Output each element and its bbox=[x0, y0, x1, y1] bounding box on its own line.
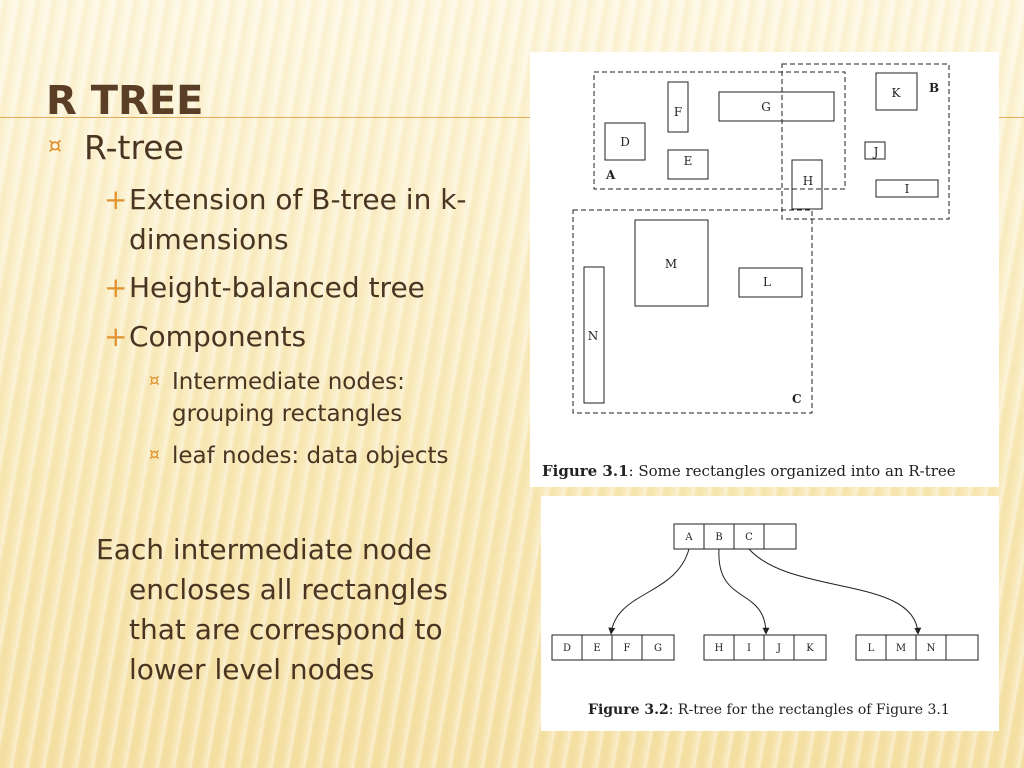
label-j: J bbox=[872, 145, 879, 159]
rect-k bbox=[875, 72, 918, 111]
leaf1-cell-f bbox=[611, 634, 643, 661]
label-e: E bbox=[684, 154, 693, 168]
leaf-label: J bbox=[776, 643, 781, 654]
rect-f bbox=[667, 81, 689, 133]
rect-j bbox=[864, 141, 886, 160]
root-cell-c bbox=[733, 523, 765, 550]
label-f: F bbox=[674, 105, 682, 119]
leaf2-cell-k bbox=[793, 634, 827, 661]
group-rect-b bbox=[781, 63, 950, 220]
bullet-text: Components bbox=[129, 320, 307, 353]
paragraph-line: Each intermediate node bbox=[96, 533, 432, 566]
plus-icon: + bbox=[104, 183, 128, 216]
leaf3-cell-l bbox=[855, 634, 887, 661]
label-i: I bbox=[905, 182, 910, 196]
group-rect-c bbox=[572, 209, 813, 414]
rect-e bbox=[667, 149, 709, 180]
leaf1-cell-d bbox=[551, 634, 583, 661]
bullet-text: dimensions bbox=[129, 223, 289, 256]
group-rect-a bbox=[593, 71, 846, 190]
caption-text: : R-tree for the rectangles of Figure 3.… bbox=[669, 702, 950, 718]
body-paragraph: Each intermediate node encloses all rect… bbox=[96, 530, 516, 690]
paragraph-line: encloses all rectangles bbox=[129, 573, 448, 606]
leaf1-cell-g bbox=[641, 634, 675, 661]
root-label: B bbox=[715, 532, 722, 543]
caption-bold: Figure 3.1 bbox=[542, 462, 629, 480]
label-n: N bbox=[588, 329, 599, 343]
group-label-a: A bbox=[605, 168, 616, 182]
group-label-b: B bbox=[929, 81, 939, 95]
label-m: M bbox=[665, 257, 677, 271]
root-label: A bbox=[684, 532, 693, 543]
leaf-label: I bbox=[747, 643, 751, 654]
bullet-text: Extension of B-tree in k- bbox=[129, 183, 467, 216]
rect-h bbox=[791, 159, 823, 210]
caption-bold: Figure 3.2 bbox=[588, 702, 669, 718]
leaf-label: H bbox=[715, 643, 724, 654]
rtree-diagram: A B C D E F G H I J K L M N Figure 3.2: … bbox=[551, 523, 979, 718]
bullet-marker-icon: ¤ bbox=[48, 134, 62, 159]
paragraph-line: that are correspond to bbox=[129, 613, 443, 646]
bullet-text: Height-balanced tree bbox=[129, 271, 425, 304]
leaf-label: N bbox=[927, 643, 936, 654]
leaf3-cell-empty bbox=[945, 634, 979, 661]
figure2-caption: Figure 3.2: R-tree for the rectangles of… bbox=[588, 702, 950, 718]
plus-icon: + bbox=[104, 271, 128, 304]
rect-l bbox=[738, 267, 803, 298]
leaf-label: D bbox=[563, 643, 571, 654]
root-cell-empty bbox=[763, 523, 797, 550]
pointer-b bbox=[718, 548, 770, 635]
rectangles-diagram: D F G E H K J I M L N A B C Figure 3.1: … bbox=[542, 63, 956, 480]
label-d: D bbox=[620, 135, 630, 149]
pointer-c bbox=[748, 548, 922, 635]
rect-n bbox=[583, 266, 605, 404]
plus-icon: + bbox=[104, 320, 128, 353]
leaf-label: E bbox=[593, 643, 600, 654]
leaf-label: F bbox=[624, 643, 631, 654]
rect-d bbox=[604, 122, 646, 161]
leaf3-cell-m bbox=[885, 634, 917, 661]
bullet-text: leaf nodes: data objects bbox=[172, 443, 449, 469]
root-cell-b bbox=[703, 523, 735, 550]
rect-g bbox=[718, 91, 835, 122]
slide-title: R TREE bbox=[46, 78, 204, 124]
label-k: K bbox=[892, 86, 902, 100]
title-divider bbox=[0, 117, 1024, 118]
bullet-marker-icon: ¤ bbox=[149, 371, 160, 391]
caption-text: : Some rectangles organized into an R-tr… bbox=[629, 462, 956, 480]
leaf2-cell-j bbox=[763, 634, 795, 661]
rect-i bbox=[875, 179, 939, 198]
leaf-label: M bbox=[896, 643, 906, 654]
paragraph-line: lower level nodes bbox=[129, 653, 375, 686]
leaf2-cell-i bbox=[733, 634, 765, 661]
label-l: L bbox=[763, 275, 771, 289]
bullet-text: Intermediate nodes: bbox=[172, 369, 405, 395]
leaf1-cell-e bbox=[581, 634, 613, 661]
bullet-marker-icon: ¤ bbox=[149, 445, 160, 465]
root-label: C bbox=[745, 532, 753, 543]
label-g: G bbox=[761, 100, 771, 114]
label-h: H bbox=[803, 174, 813, 188]
bullet-text: R-tree bbox=[84, 128, 184, 167]
leaf-label: K bbox=[806, 643, 814, 654]
figure-rectangles: D F G E H K J I M L N A B C Figure 3.1: … bbox=[530, 52, 999, 487]
bullet-text: grouping rectangles bbox=[172, 401, 403, 427]
rect-m bbox=[634, 219, 709, 307]
leaf-label: L bbox=[868, 643, 875, 654]
group-label-c: C bbox=[792, 392, 802, 406]
leaf2-cell-h bbox=[703, 634, 735, 661]
figure-rtree: A B C D E F G H I J K L M N Figure 3.2: … bbox=[541, 496, 999, 731]
figure1-caption: Figure 3.1: Some rectangles organized in… bbox=[542, 462, 956, 480]
leaf-label: G bbox=[654, 643, 662, 654]
pointer-a bbox=[608, 548, 690, 635]
